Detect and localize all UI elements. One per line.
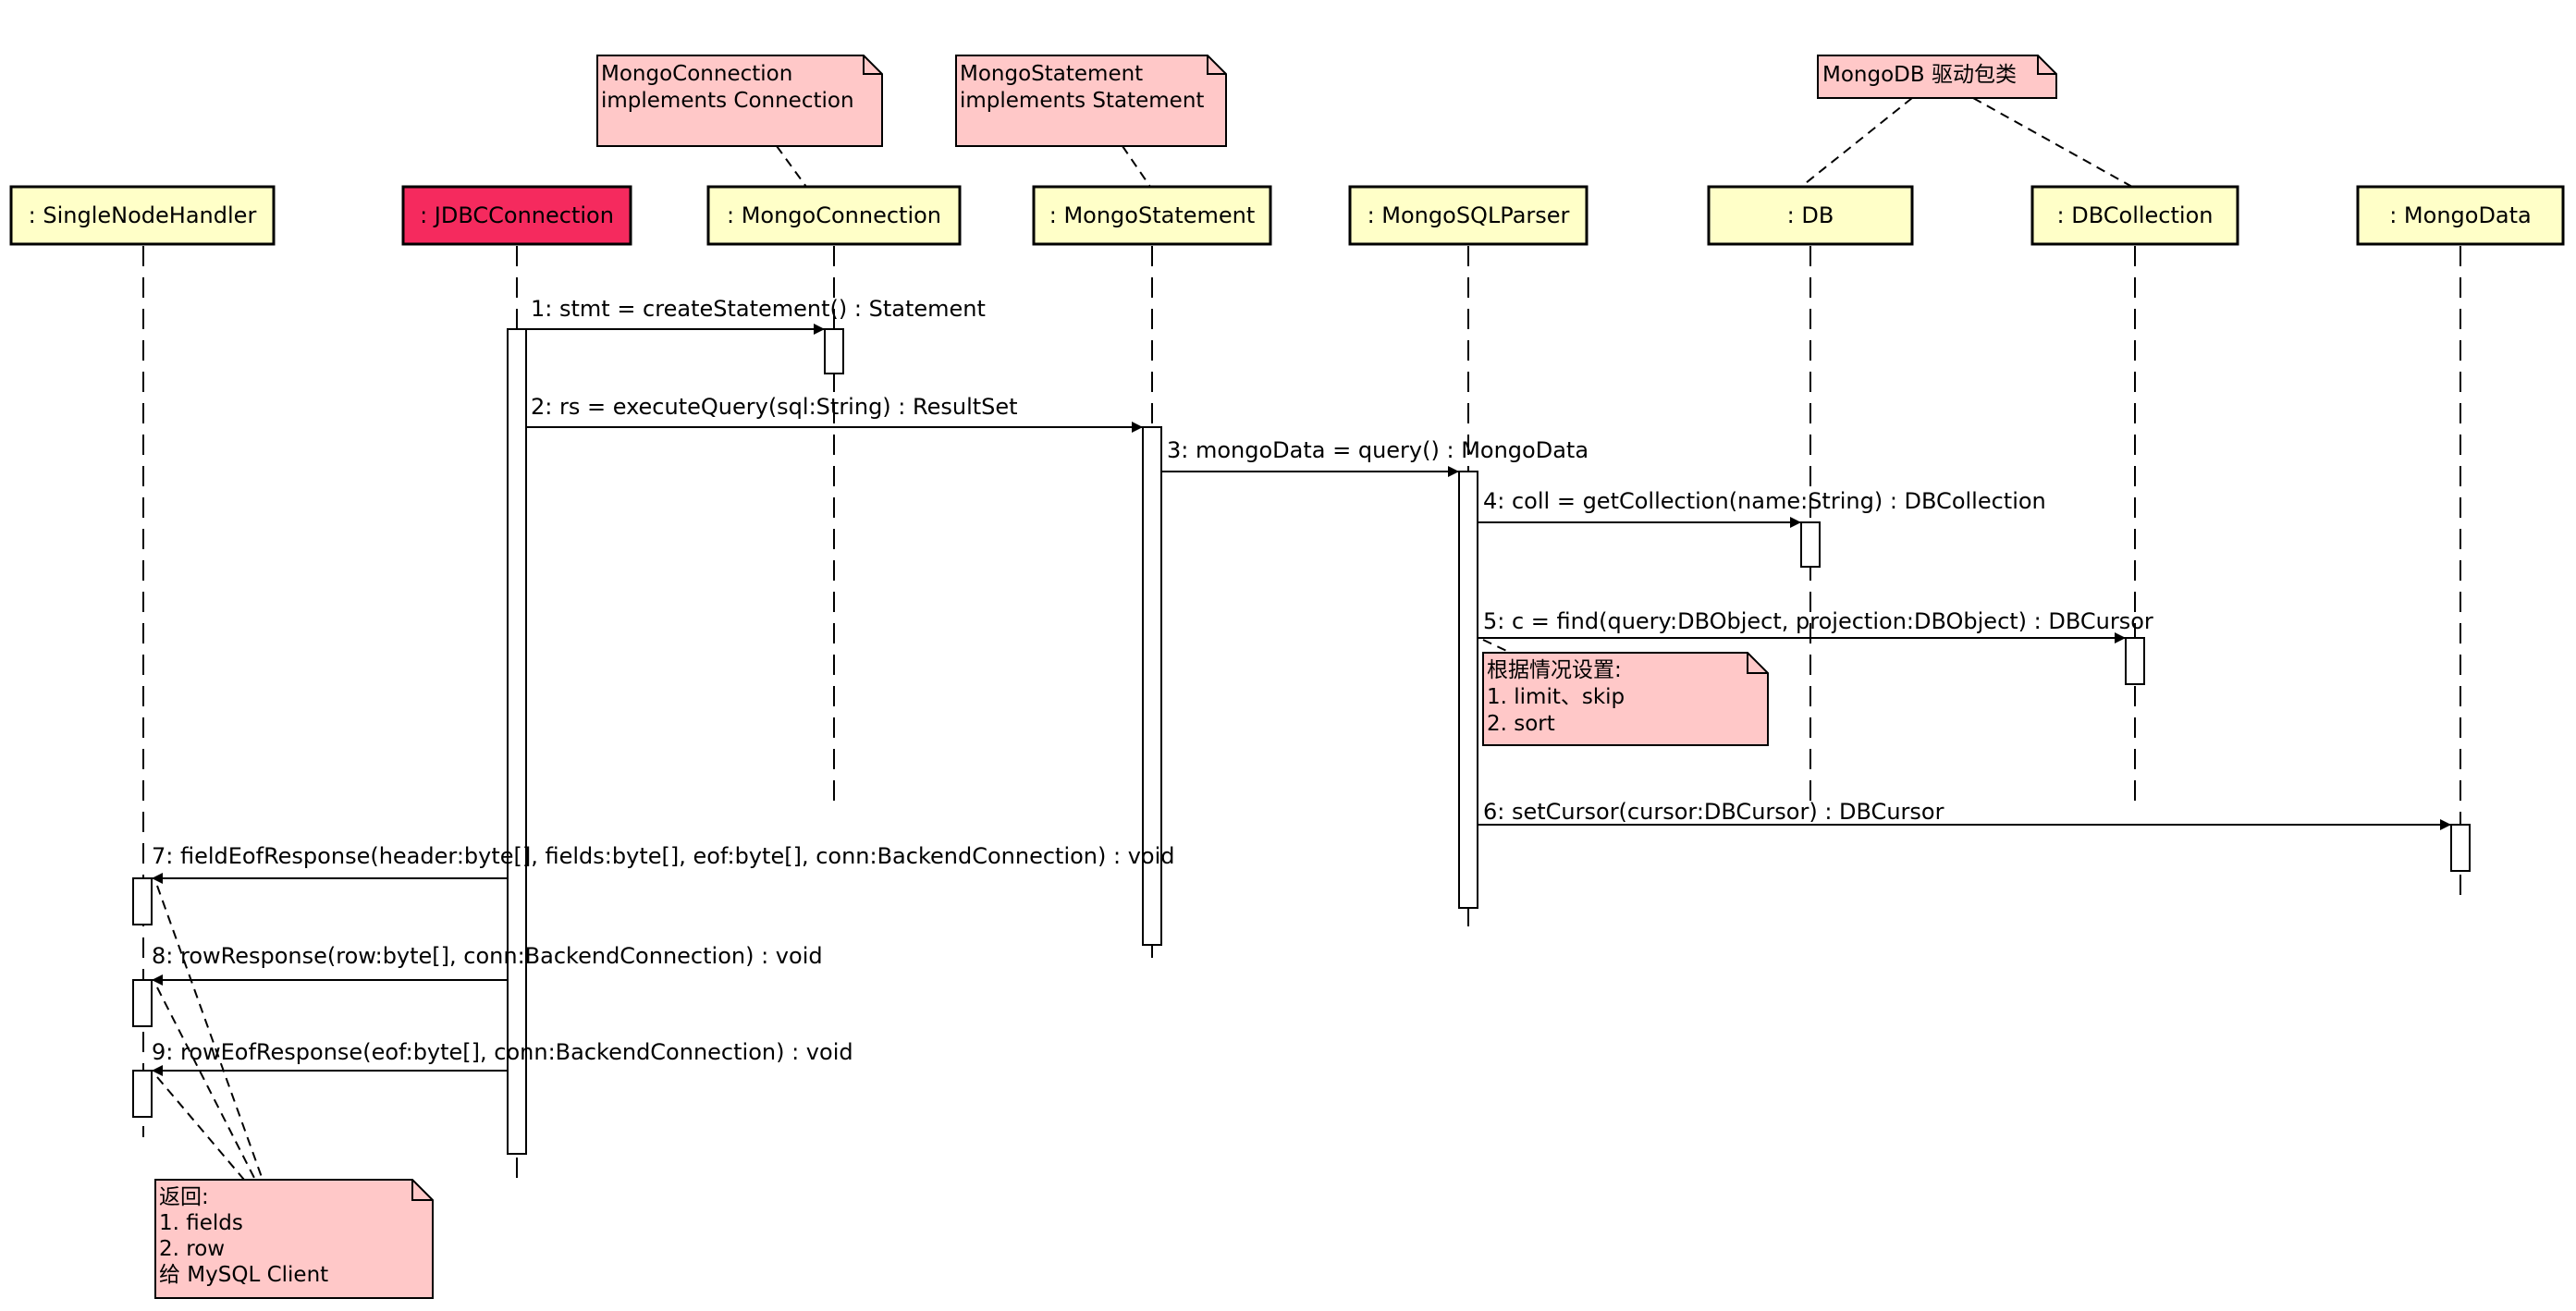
notes: MongoConnection implements Connection Mo…: [154, 55, 2057, 1299]
lifeline-jdbc[interactable]: : JDBCConnection: [401, 185, 632, 246]
note-line: 给 MySQL Client: [159, 1263, 328, 1287]
message-9[interactable]: 9: rowEofResponse(eof:byte[], conn:Backe…: [152, 1039, 853, 1076]
message-6[interactable]: 6: setCursor(cursor:DBCursor) : DBCursor: [1478, 799, 2451, 830]
lifeline-label: : SingleNodeHandler: [29, 202, 257, 228]
message-3[interactable]: 3: mongoData = query() : MongoData: [1161, 437, 1589, 477]
activation-jdbc: [507, 328, 527, 1155]
message-label: 7: fieldEofResponse(header:byte[], field…: [152, 843, 1175, 869]
message-label: 6: setCursor(cursor:DBCursor) : DBCursor: [1483, 799, 1944, 825]
lifeline-snh[interactable]: : SingleNodeHandler: [9, 185, 276, 246]
message-2[interactable]: 2: rs = executeQuery(sql:String) : Resul…: [526, 394, 1143, 433]
note-mongo-statement[interactable]: MongoStatement implements Statement: [955, 55, 1227, 147]
note-line: 1. fields: [159, 1211, 243, 1235]
note-line: MongoConnection: [601, 62, 792, 86]
lifeline-label: : MongoStatement: [1049, 202, 1256, 228]
note-mongo-connection[interactable]: MongoConnection implements Connection: [596, 55, 883, 147]
note-line: MongoStatement: [960, 62, 1143, 86]
note-line: implements Connection: [601, 89, 854, 113]
activation-db: [1800, 521, 1821, 568]
activation-dbcoll: [2125, 637, 2145, 685]
message-label: 8: rowResponse(row:byte[], conn:BackendC…: [152, 943, 823, 969]
activation-snh-3: [132, 1070, 153, 1118]
anchor-find-settings: [1482, 639, 1515, 656]
activation-snh-1: [132, 877, 153, 925]
note-line: implements Statement: [960, 89, 1204, 113]
note-anchors: [156, 97, 2133, 1181]
activation-mconn: [824, 328, 844, 374]
message-label: 1: stmt = createStatement() : Statement: [531, 296, 986, 322]
anchor-mongo-statement: [1122, 145, 1151, 188]
note-line: 根据情况设置:: [1487, 658, 1622, 682]
message-1[interactable]: 1: stmt = createStatement() : Statement: [526, 296, 986, 335]
note-line: 2. sort: [1487, 712, 1555, 736]
activation-mstmt: [1142, 426, 1162, 946]
message-label: 3: mongoData = query() : MongoData: [1167, 437, 1589, 463]
lifeline-mdata[interactable]: : MongoData: [2356, 185, 2565, 246]
activation-snh-2: [132, 979, 153, 1027]
message-4[interactable]: 4: coll = getCollection(name:String) : D…: [1478, 488, 2046, 528]
lifeline-mstmt[interactable]: : MongoStatement: [1032, 185, 1272, 246]
lifeline-label: : DBCollection: [2057, 202, 2214, 228]
activation-parser: [1458, 471, 1478, 909]
anchor-mongo-connection: [776, 145, 807, 188]
message-label: 5: c = find(query:DBObject, projection:D…: [1483, 608, 2153, 634]
anchor-driver-db: [1800, 97, 1913, 188]
lifeline-db[interactable]: : DB: [1707, 185, 1914, 246]
lifeline-headers: : SingleNodeHandler : JDBCConnection : M…: [9, 185, 2565, 246]
message-label: 9: rowEofResponse(eof:byte[], conn:Backe…: [152, 1039, 853, 1065]
lifeline-label: : MongoData: [2389, 202, 2532, 228]
anchor-return-3: [156, 1076, 245, 1181]
message-5[interactable]: 5: c = find(query:DBObject, projection:D…: [1478, 608, 2153, 643]
note-line: 返回:: [159, 1185, 209, 1209]
message-label: 4: coll = getCollection(name:String) : D…: [1483, 488, 2046, 514]
message-label: 2: rs = executeQuery(sql:String) : Resul…: [531, 394, 1018, 420]
activation-bars: [132, 328, 2471, 1155]
note-find-settings[interactable]: 根据情况设置: 1. limit、skip 2. sort: [1482, 652, 1769, 746]
lifeline-label: : MongoConnection: [727, 202, 941, 228]
anchor-driver-dbcoll: [1972, 97, 2133, 188]
lifeline-dbcoll[interactable]: : DBCollection: [2030, 185, 2239, 246]
lifeline-label: : MongoSQLParser: [1368, 202, 1570, 228]
messages: 1: stmt = createStatement() : Statement …: [152, 296, 2451, 1076]
message-7[interactable]: 7: fieldEofResponse(header:byte[], field…: [152, 843, 1175, 884]
note-line: 2. row: [159, 1237, 225, 1261]
lifeline-parser[interactable]: : MongoSQLParser: [1348, 185, 1589, 246]
message-8[interactable]: 8: rowResponse(row:byte[], conn:BackendC…: [152, 943, 823, 986]
anchor-return-2: [156, 986, 256, 1181]
note-return[interactable]: 返回: 1. fields 2. row 给 MySQL Client: [154, 1179, 434, 1299]
activation-mdata: [2450, 824, 2471, 872]
note-line: MongoDB 驱动包类: [1822, 63, 2017, 87]
lifeline-label: : DB: [1787, 202, 1834, 228]
lifeline-label: : JDBCConnection: [420, 202, 614, 228]
note-line: 1. limit、skip: [1487, 685, 1625, 709]
lifeline-mconn[interactable]: : MongoConnection: [706, 185, 962, 246]
note-mongodb-driver[interactable]: MongoDB 驱动包类: [1817, 55, 2057, 99]
anchor-return-1: [156, 885, 264, 1181]
